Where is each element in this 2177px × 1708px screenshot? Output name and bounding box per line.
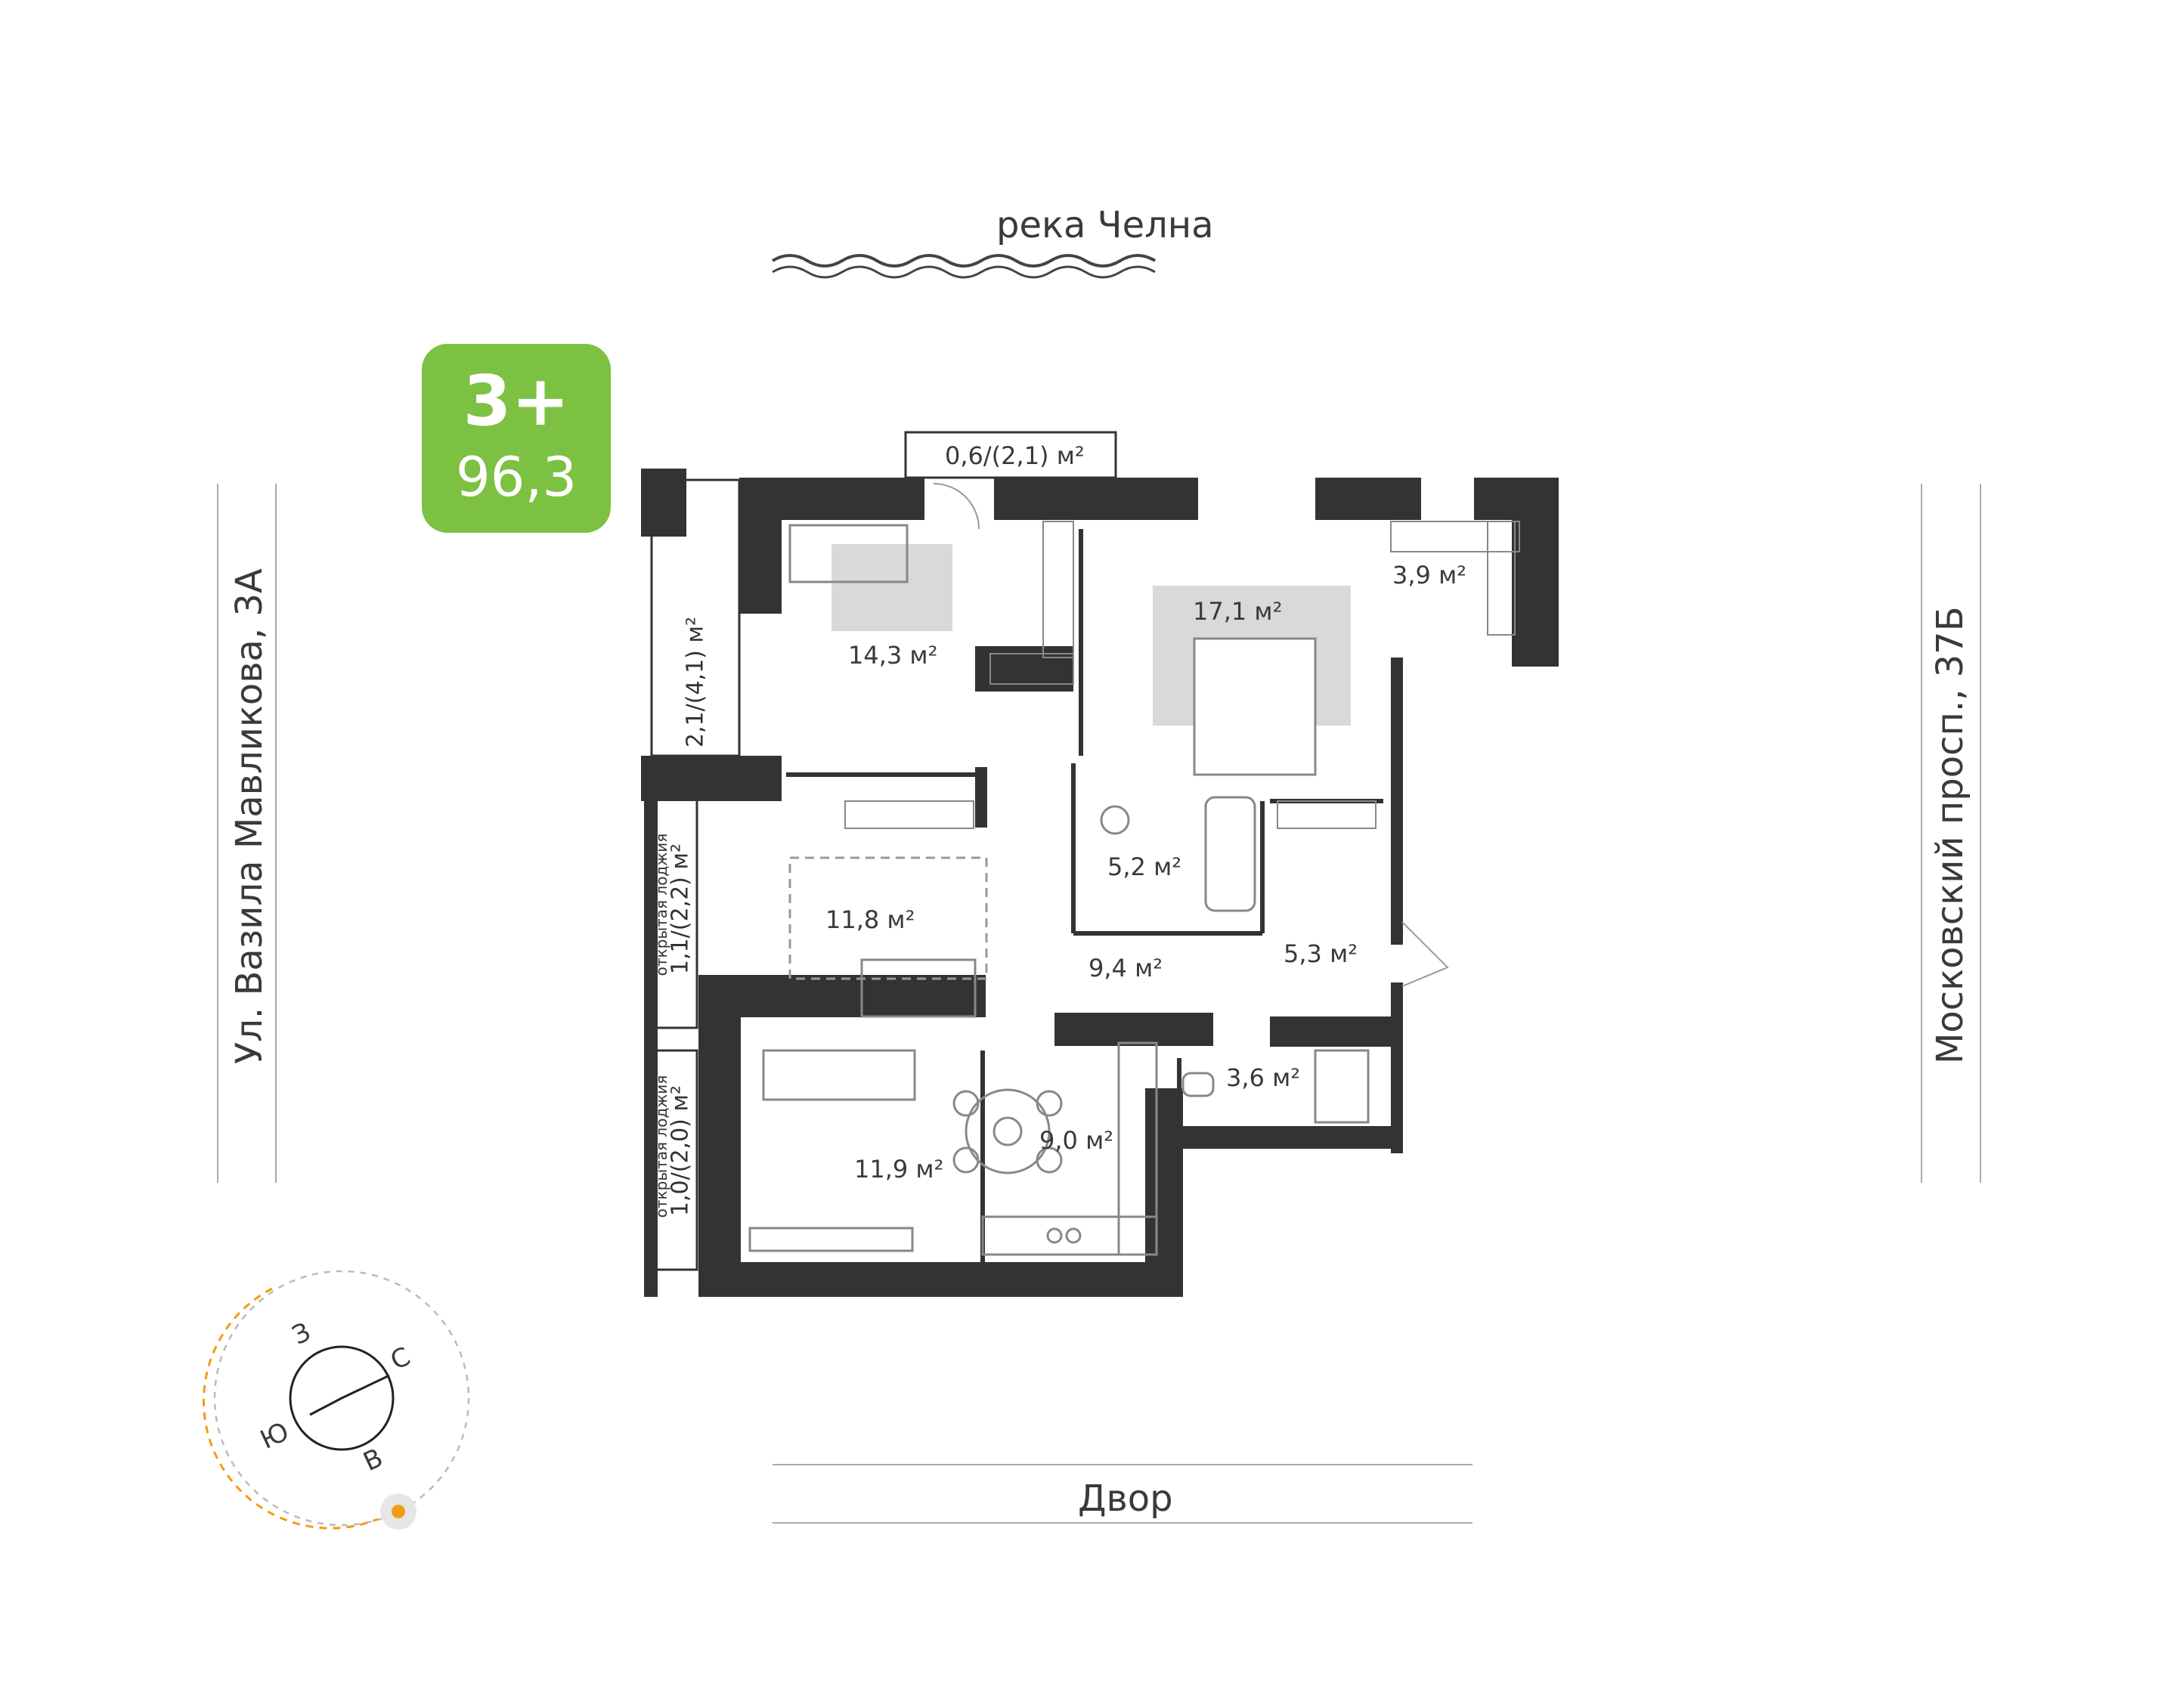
street-right: Московский просп., 37Б bbox=[1929, 606, 1971, 1064]
sofa-icon bbox=[762, 1049, 916, 1101]
bed-icon bbox=[788, 524, 1317, 1018]
room-label-bedroom2: 11,8 м² bbox=[825, 905, 915, 934]
total-area: 96,3 bbox=[455, 445, 578, 509]
rooms-count: 3+ bbox=[463, 360, 570, 441]
room-label-bathroom: 5,2 м² bbox=[1107, 852, 1182, 881]
toilet2-icon bbox=[1181, 1072, 1215, 1097]
toilet-icon bbox=[1100, 805, 1130, 835]
bathtub-icon bbox=[1204, 796, 1256, 912]
dining-table-icon bbox=[952, 1088, 1063, 1174]
compass-icon bbox=[202, 1270, 470, 1530]
street-top: река Челна bbox=[996, 204, 1214, 246]
wardrobe-icon bbox=[844, 521, 1520, 829]
river-wave bbox=[771, 254, 1157, 268]
rug-bedroom1 bbox=[831, 544, 952, 631]
room-label-bedroom1: 14,3 м² bbox=[848, 641, 938, 670]
room-label-wardrobe: 3,9 м² bbox=[1392, 561, 1467, 589]
street-bottom: Двор bbox=[1078, 1477, 1173, 1520]
flat-badge: 3+ 96,3 bbox=[422, 344, 611, 533]
loggias bbox=[650, 478, 741, 1271]
room-label-hallway: 9,4 м² bbox=[1088, 954, 1163, 982]
shower-icon bbox=[1314, 1049, 1370, 1124]
room-label-loggia-top: 2,1/(4,1) м² bbox=[682, 616, 709, 748]
room-label-loggia-mid: 1,1/(2,2) м² bbox=[667, 843, 694, 975]
rug-bedroom2 bbox=[788, 856, 988, 980]
tv-stand-icon bbox=[748, 1227, 914, 1252]
room-label-balcony: 0,6/(2,1) м² bbox=[945, 441, 1085, 470]
room-label-storage: 5,3 м² bbox=[1284, 939, 1358, 968]
kitchen-icon bbox=[981, 1041, 1158, 1256]
street-lines bbox=[217, 484, 1981, 1524]
room-label-loggia-bottom: 1,0/(2,0) м² bbox=[667, 1085, 694, 1217]
room-label-toilet: 3,6 м² bbox=[1226, 1063, 1301, 1092]
walls bbox=[641, 469, 1559, 1297]
room-label-master: 17,1 м² bbox=[1193, 597, 1283, 626]
room-label-kitchen: 9,0 м² bbox=[1039, 1126, 1114, 1155]
door-icon bbox=[933, 483, 1449, 987]
room-label-living: 11,9 м² bbox=[854, 1155, 944, 1184]
street-left: Ул. Вазила Мавликова, 3А bbox=[228, 568, 271, 1064]
